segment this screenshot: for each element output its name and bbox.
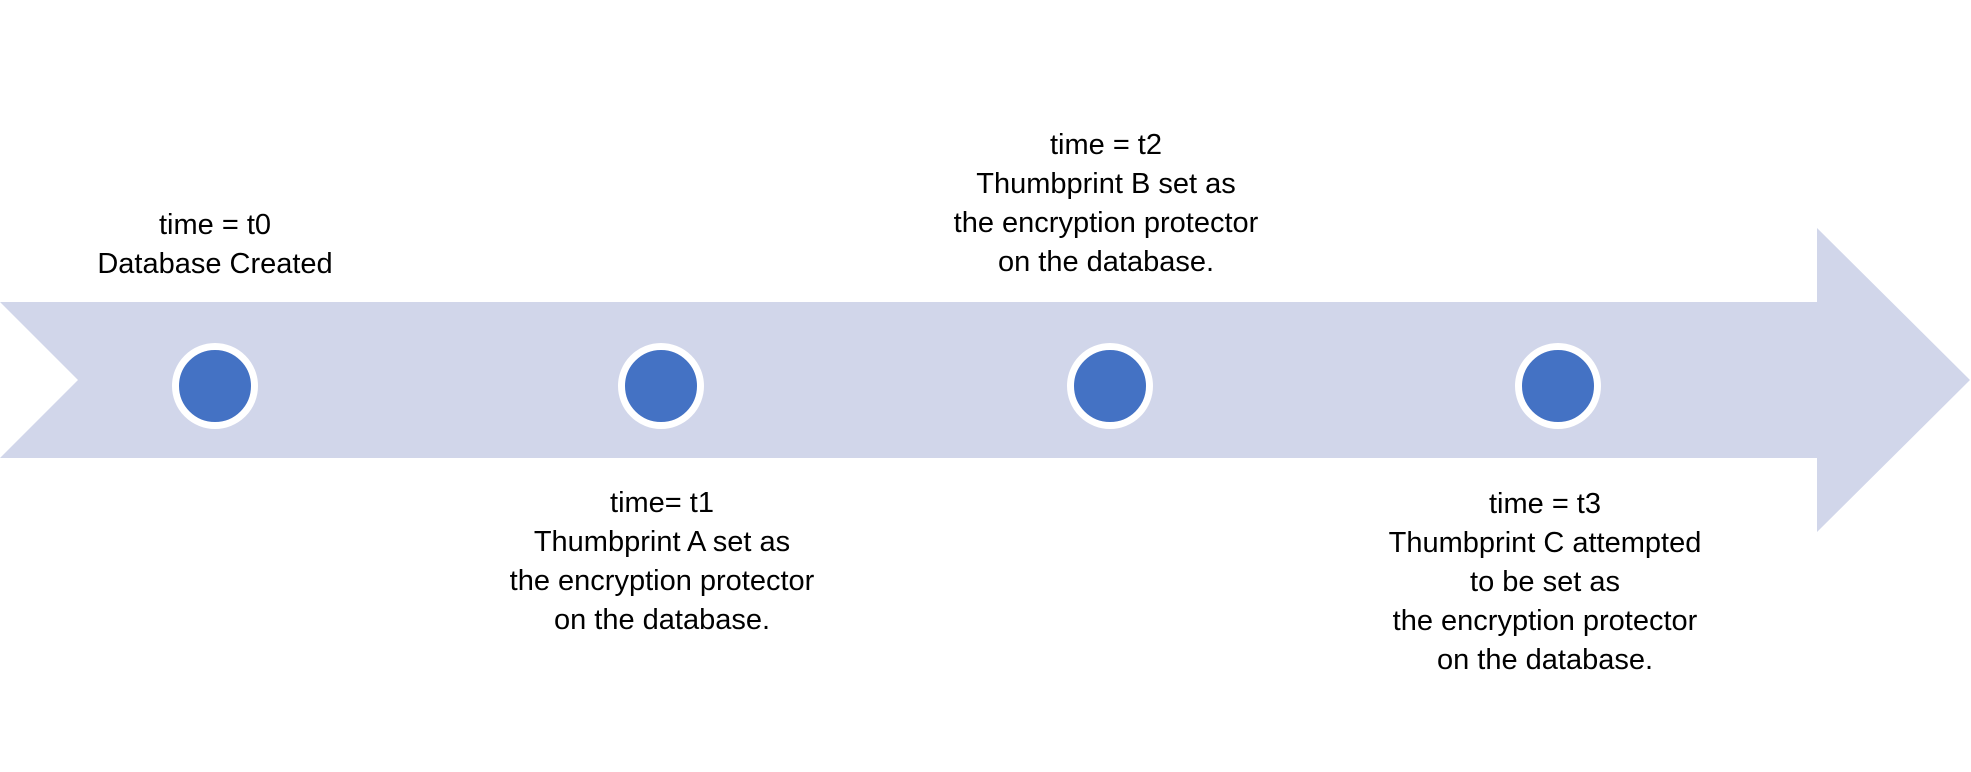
timeline-dot-t1: [618, 343, 704, 429]
timeline-dot-t2: [1067, 343, 1153, 429]
event-label-t1: time= t1 Thumbprint A set as the encrypt…: [509, 487, 815, 636]
right-arrow-shape: [0, 228, 1970, 532]
event-label-t3: time = t3 Thumbprint C attempted to be s…: [1388, 488, 1702, 676]
event-label-t2: time = t2 Thumbprint B set as the encryp…: [953, 129, 1259, 278]
timeline-dot-t0: [172, 343, 258, 429]
event-label-t0: time = t0 Database Created: [97, 209, 333, 280]
timeline-dot-t3: [1515, 343, 1601, 429]
